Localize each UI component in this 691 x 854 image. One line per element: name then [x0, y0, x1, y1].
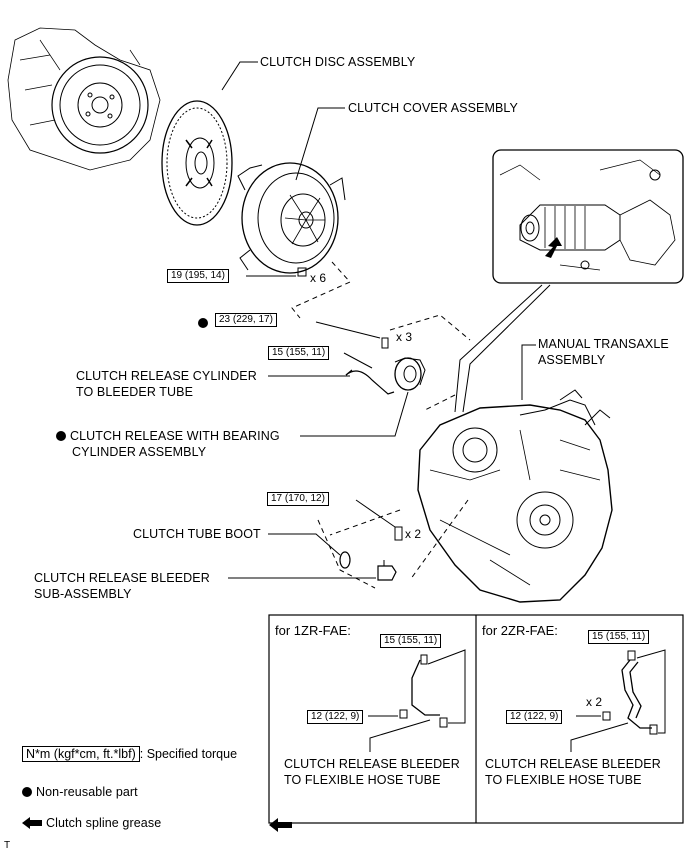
inset-left-tube-illustration [368, 649, 466, 752]
inset-left-torque-top: 15 (155, 11) [380, 634, 442, 648]
torque-bleeder-bolt: 17 (170, 12) [267, 492, 329, 506]
inset-right-title: for 2ZR-FAE: [482, 623, 558, 638]
legend-spline-grease: Clutch spline grease [46, 816, 162, 830]
torque-cyl-bolt: 23 (229, 17) [215, 313, 277, 327]
label-bleeder-line1: CLUTCH RELEASE BLEEDER [34, 571, 210, 585]
bleeder-tube-illustration [345, 370, 395, 395]
legend-non-reusable: Non-reusable part [22, 785, 138, 800]
inset-right-torque-bottom: 12 (122, 9) [506, 710, 563, 724]
clutch-cover-illustration [237, 162, 346, 274]
legend-torque-desc: : Specified torque [139, 747, 238, 761]
footer-mark: T [4, 840, 11, 851]
label-clutch-cover: CLUTCH COVER ASSEMBLY [348, 101, 518, 115]
grease-arrow-icon [545, 237, 562, 258]
label-release-cyl-tube-line2: TO BLEEDER TUBE [76, 385, 194, 399]
qty-cover-bolt: x 6 [310, 271, 327, 285]
clutch-disc-illustration [161, 100, 233, 226]
tube-boot-illustration [339, 551, 351, 569]
qty-cyl-bolt: x 3 [396, 330, 413, 344]
non-reusable-dot-icon [198, 314, 212, 332]
transaxle-leader [521, 344, 536, 400]
legend-torque-unit: N*m (kgf*cm, ft.*lbf) [22, 746, 140, 762]
non-reusable-dot-icon [22, 787, 32, 797]
release-cylinder-illustration [394, 357, 426, 391]
label-bearing-cylinder-line2: CYLINDER ASSEMBLY [72, 445, 207, 459]
grease-arrow-legend-icon [22, 817, 42, 829]
clutch-disc-leader [221, 61, 258, 91]
transaxle-illustration [417, 389, 613, 603]
bleeder-illustration [377, 565, 397, 581]
inset-right-torque-top: 15 (155, 11) [588, 630, 650, 644]
inset-left-title: for 1ZR-FAE: [275, 623, 351, 638]
label-bearing-cylinder-line1: CLUTCH RELEASE WITH BEARING [56, 429, 280, 444]
inset-right-part-line1: CLUTCH RELEASE BLEEDER [485, 757, 661, 771]
inset-right-qty: x 2 [586, 695, 603, 709]
spline-shaft-illustration [499, 159, 676, 271]
inset-right-tube-illustration [570, 649, 666, 752]
label-tube-boot: CLUTCH TUBE BOOT [133, 527, 261, 541]
label-bleeder-line2: SUB-ASSEMBLY [34, 587, 132, 601]
engine-flywheel-illustration [7, 27, 161, 171]
label-transaxle-line1: MANUAL TRANSAXLE [538, 337, 669, 351]
label-transaxle-line2: ASSEMBLY [538, 353, 606, 367]
torque-tube-nut: 15 (155, 11) [268, 346, 330, 360]
inset-left-part-line1: CLUTCH RELEASE BLEEDER [284, 757, 460, 771]
torque-cover-bolt: 19 (195, 14) [167, 269, 229, 283]
spline-detail-frame [492, 149, 684, 284]
qty-bleeder-bolt: x 2 [405, 527, 422, 541]
grease-legend-arrow-icon [269, 818, 292, 832]
label-clutch-disc: CLUTCH DISC ASSEMBLY [260, 55, 416, 69]
non-reusable-dot-icon [56, 431, 66, 441]
label-release-cyl-tube-line1: CLUTCH RELEASE CYLINDER [76, 369, 257, 383]
inset-left-torque-bottom: 12 (122, 9) [307, 710, 364, 724]
legend-torque: N*m (kgf*cm, ft.*lbf): Specified torque [22, 746, 238, 762]
inset-right-part-line2: TO FLEXIBLE HOSE TUBE [485, 773, 642, 787]
clutch-cover-leader [295, 107, 345, 181]
inset-left-part-line2: TO FLEXIBLE HOSE TUBE [284, 773, 441, 787]
